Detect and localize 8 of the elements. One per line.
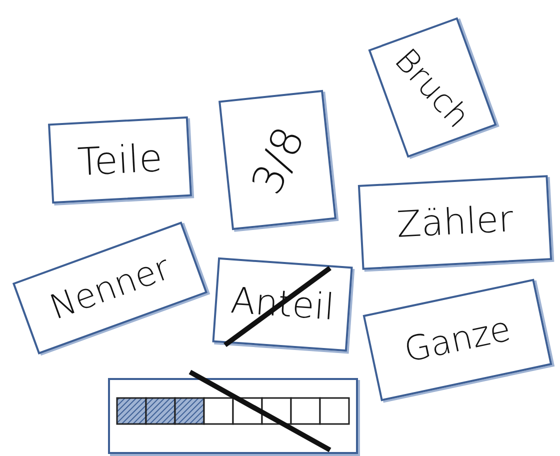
card-word: 3/8 bbox=[241, 119, 314, 201]
card-word: Zähler bbox=[396, 198, 514, 246]
word-card bbox=[48, 116, 192, 204]
card-word: Teile bbox=[76, 136, 164, 184]
card-word: Ganze bbox=[400, 309, 514, 371]
word-card bbox=[212, 257, 353, 352]
fraction-bar-card bbox=[108, 378, 358, 454]
word-card bbox=[358, 175, 552, 270]
